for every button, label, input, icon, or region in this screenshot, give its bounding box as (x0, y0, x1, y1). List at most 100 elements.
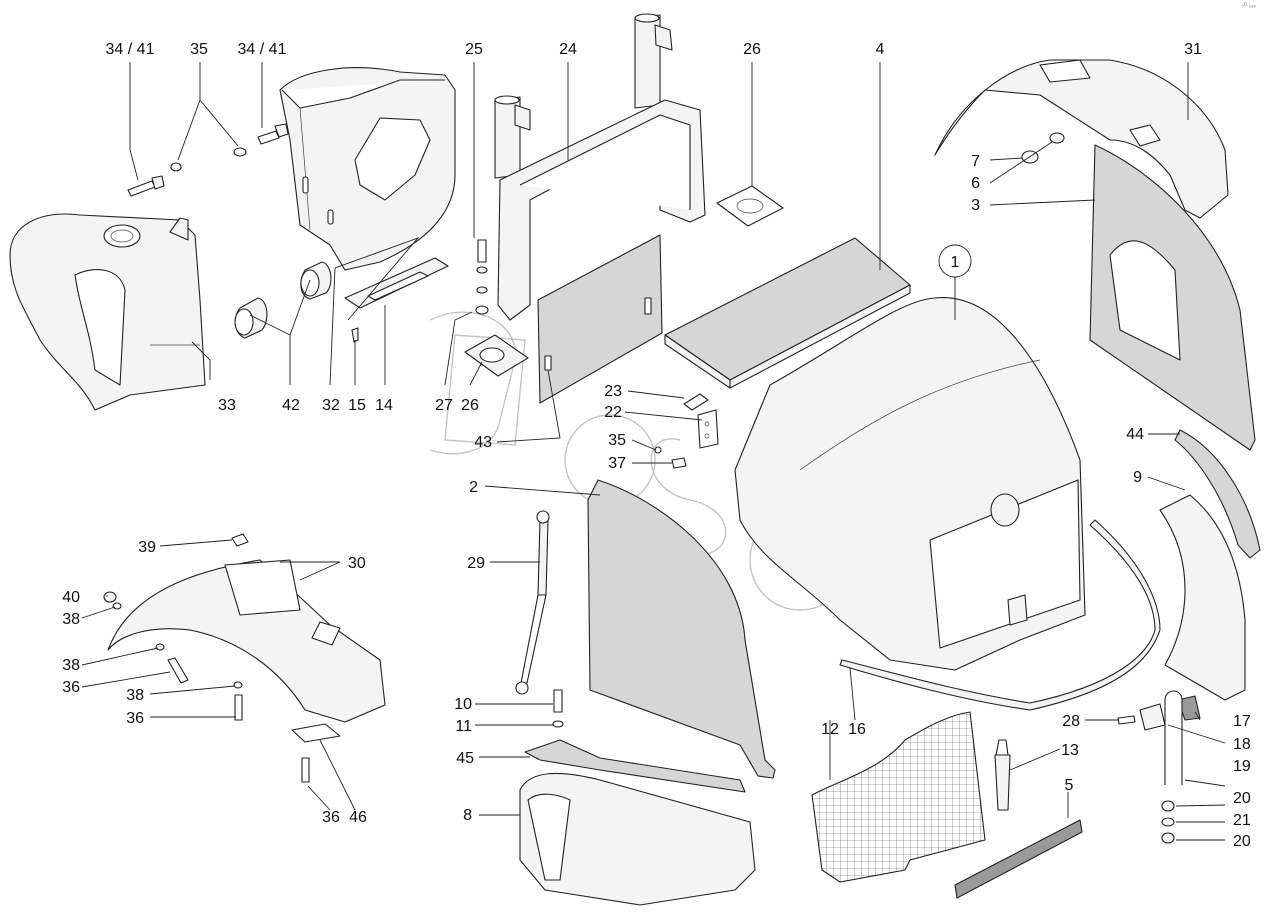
part-32-battery-box (279, 67, 456, 271)
part-40-cap (103, 591, 117, 603)
callout-14: 14 (375, 397, 393, 414)
part-35-washer-left (170, 147, 247, 172)
callout-32: 32 (322, 397, 340, 414)
callout-23: 23 (604, 383, 622, 400)
leader-lines (81, 62, 1226, 841)
callout-19: 19 (1233, 758, 1251, 775)
callout-circle-1 (938, 244, 972, 278)
part-22-hinge (697, 409, 719, 449)
part-28-screw (1117, 715, 1136, 725)
callout-1: 1 (951, 254, 960, 271)
callout-2: 2 (469, 479, 478, 496)
callout-17: 17 (1233, 713, 1251, 730)
part-30-fender (107, 559, 386, 723)
part-36-bolts (167, 657, 310, 783)
part-21-washer (1161, 817, 1175, 827)
callout-35-top: 35 (190, 41, 208, 58)
callout-43: 43 (474, 434, 492, 451)
callout-46: 46 (349, 809, 367, 826)
callout-8: 8 (463, 807, 472, 824)
callout-3: 3 (971, 197, 980, 214)
part-39-nut (231, 533, 249, 547)
part-34-41-bolt-right (257, 123, 289, 145)
callout-28: 28 (1062, 713, 1080, 730)
part-20-nut-bottom (1161, 832, 1175, 844)
callout-20-bottom: 20 (1233, 833, 1251, 850)
callout-29: 29 (467, 555, 485, 572)
part-3-inner-panel (1089, 144, 1256, 451)
callout-16: 16 (848, 721, 866, 738)
callout-9: 9 (1133, 469, 1142, 486)
callout-20-top: 20 (1233, 790, 1251, 807)
callout-35-mid: 35 (608, 432, 626, 449)
callout-5: 5 (1065, 777, 1074, 794)
callout-33: 33 (218, 397, 236, 414)
part-44-strip (1174, 429, 1261, 559)
callout-42: 42 (282, 397, 300, 414)
callout-22: 22 (604, 404, 622, 421)
callout-45: 45 (456, 750, 474, 767)
part-9-mudguard (1159, 494, 1246, 701)
part-26-gasket-left (464, 334, 529, 377)
callout-30: 30 (348, 555, 366, 572)
part-10-bolt (553, 689, 563, 713)
callout-34-41-right: 34 / 41 (238, 41, 287, 58)
part-25-bolt-stack (475, 239, 489, 315)
callout-40: 40 (62, 589, 80, 606)
part-45-bracket (524, 739, 746, 793)
callout-36-c: 36 (322, 809, 340, 826)
callout-26-top: 26 (743, 41, 761, 58)
callout-13: 13 (1061, 742, 1079, 759)
part-17-knob (1177, 695, 1201, 721)
part-24-frame (494, 13, 706, 321)
callout-numbers: 1 2 3 4 5 6 7 8 9 10 11 12 13 14 15 16 1… (62, 41, 1251, 850)
part-38-washers (112, 602, 243, 689)
part-19-ubolt (1164, 690, 1183, 785)
callout-15: 15 (348, 397, 366, 414)
part-6-grommet (1049, 132, 1065, 144)
callout-7: 7 (971, 153, 980, 170)
callout-12: 12 (821, 721, 839, 738)
part-11-washer (552, 720, 564, 728)
callout-38-a: 38 (62, 611, 80, 628)
part-1-hood (734, 297, 1086, 671)
part-29-gas-strut (515, 510, 550, 695)
part-16-seal (839, 519, 1161, 711)
part-20-nut-top (1161, 800, 1175, 812)
callout-25: 25 (465, 41, 483, 58)
part-18-clip (1139, 703, 1166, 731)
callout-36-a: 36 (62, 679, 80, 696)
part-43-panel (537, 234, 663, 404)
part-13-tube (994, 739, 1011, 811)
part-23-latch (683, 393, 709, 411)
drawing-code: ₂ᴰ·₉₈₉ (1241, 3, 1256, 9)
callout-4: 4 (876, 41, 885, 58)
callout-37: 37 (608, 455, 626, 472)
part-26-gasket-right (716, 185, 784, 227)
part-37-screw (654, 446, 687, 469)
callout-6: 6 (971, 175, 980, 192)
callout-26-bottom: 26 (461, 397, 479, 414)
callout-24: 24 (559, 41, 577, 58)
callout-36-b: 36 (126, 710, 144, 727)
part-33-tank (9, 213, 206, 411)
callout-31: 31 (1184, 41, 1202, 58)
callout-44: 44 (1126, 426, 1144, 443)
part-42-rubber-mounts (234, 261, 332, 339)
callout-10: 10 (454, 696, 472, 713)
part-2-side-panel (587, 479, 776, 779)
callout-38-b: 38 (62, 657, 80, 674)
callout-38-c: 38 (126, 687, 144, 704)
part-5-bar (954, 819, 1083, 899)
callout-21: 21 (1233, 812, 1251, 829)
callout-34-41-left: 34 / 41 (106, 41, 155, 58)
part-4-mat (664, 237, 911, 389)
part-15-screw (351, 327, 359, 343)
part-8-side-cover (519, 772, 756, 906)
part-46-pad (291, 723, 341, 743)
part-34-41-bolt-left (127, 175, 165, 197)
part-12-mesh-screen (811, 711, 986, 883)
callout-18: 18 (1233, 736, 1251, 753)
part-31-fender (934, 59, 1229, 219)
